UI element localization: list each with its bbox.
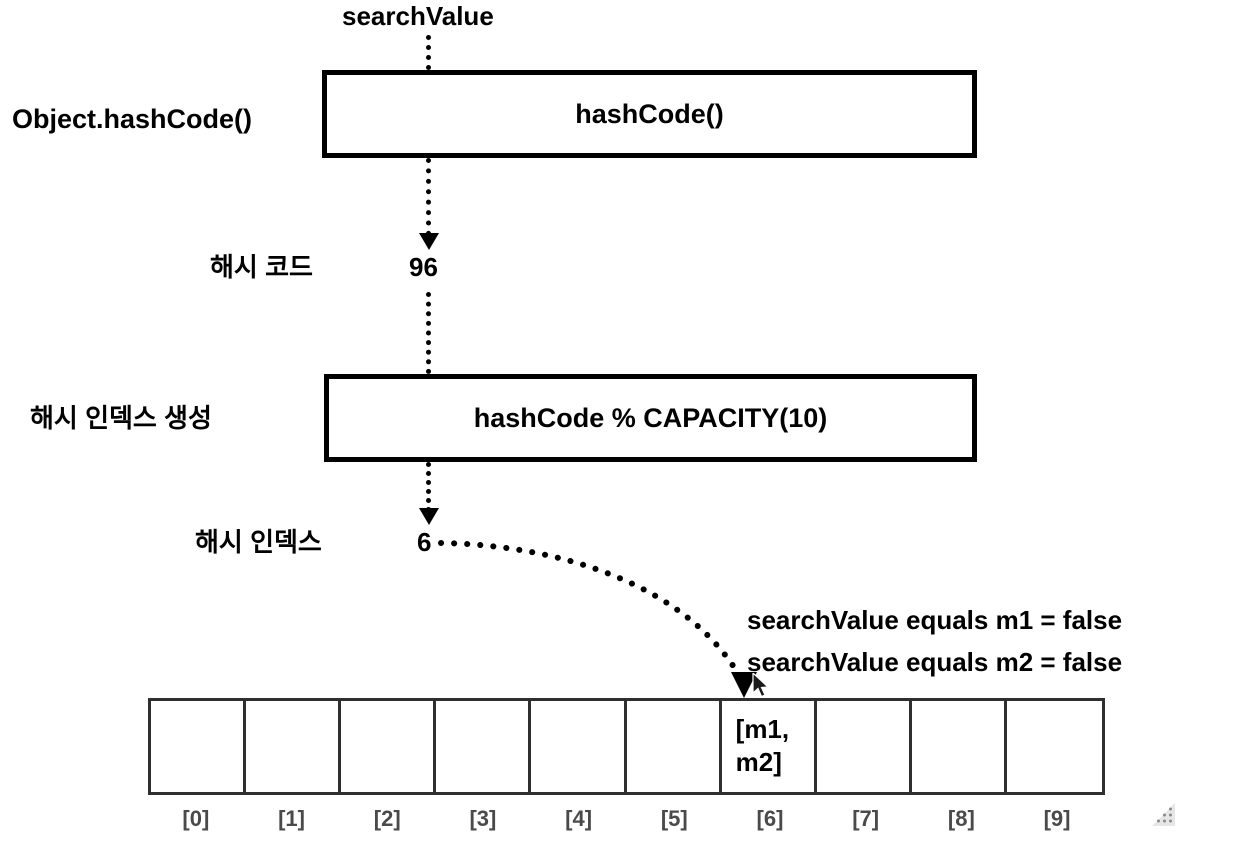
bucket-cell-5[interactable] xyxy=(627,701,722,792)
bucket-cell-4[interactable] xyxy=(531,701,627,792)
bucket-index-8: [8] xyxy=(947,806,975,831)
arrowhead-down-icon-2 xyxy=(419,508,439,525)
stage-1-output-value: 96 xyxy=(409,252,438,282)
bucket-index-2: [2] xyxy=(373,806,401,831)
process-box-modulo[interactable]: hashCode % CAPACITY(10) xyxy=(324,374,977,462)
curved-dotted-path xyxy=(438,540,746,685)
bucket-cell-2[interactable] xyxy=(341,701,437,792)
arrowhead-down-icon-1 xyxy=(419,233,439,250)
bucket-index-row: [0] [1] [2] [3] [4] [5] [6] [7] [8] [9] xyxy=(148,806,1105,832)
bucket-cell-8[interactable] xyxy=(912,701,1007,792)
stage-2-output-label: 해시 인덱스 xyxy=(195,527,322,557)
resize-grip-icon[interactable] xyxy=(1148,800,1178,830)
stage-1-left-label: Object.hashCode() xyxy=(12,104,253,134)
bucket-cell-0[interactable] xyxy=(151,701,247,792)
stage-2-output-value: 6 xyxy=(417,527,432,557)
dotted-connector-modulo-out xyxy=(426,462,431,512)
annotation-equals-m1: searchValue equals m1 = false xyxy=(747,605,1123,635)
bucket-index-4: [4] xyxy=(565,806,593,831)
bucket-index-7: [7] xyxy=(852,806,880,831)
input-value-label: searchValue xyxy=(342,1,494,31)
dotted-connector-input xyxy=(426,35,431,70)
dotted-connector-hash-to-modulo xyxy=(426,292,431,374)
bucket-cell-9[interactable] xyxy=(1007,701,1102,792)
bucket-index-5: [5] xyxy=(660,806,688,831)
bucket-cell-1[interactable] xyxy=(246,701,342,792)
bucket-index-3: [3] xyxy=(469,806,497,831)
mouse-pointer-icon xyxy=(752,673,770,698)
bucket-cell-6[interactable]: [m1, m2] xyxy=(722,701,817,792)
annotation-equals-m2: searchValue equals m2 = false xyxy=(747,647,1123,677)
bucket-array[interactable]: [m1, m2] xyxy=(148,698,1105,795)
process-box-hashcode[interactable]: hashCode() xyxy=(322,70,977,158)
bucket-cell-7[interactable] xyxy=(817,701,912,792)
bucket-cell-3[interactable] xyxy=(436,701,532,792)
bucket-index-0: [0] xyxy=(182,806,210,831)
stage-1-output-label: 해시 코드 xyxy=(210,252,313,282)
stage-2-left-label: 해시 인덱스 생성 xyxy=(30,403,212,433)
bucket-index-9: [9] xyxy=(1043,806,1071,831)
dotted-connector-hashcode-out xyxy=(426,158,431,236)
bucket-index-6: [6] xyxy=(756,806,784,831)
bucket-index-1: [1] xyxy=(278,806,305,831)
